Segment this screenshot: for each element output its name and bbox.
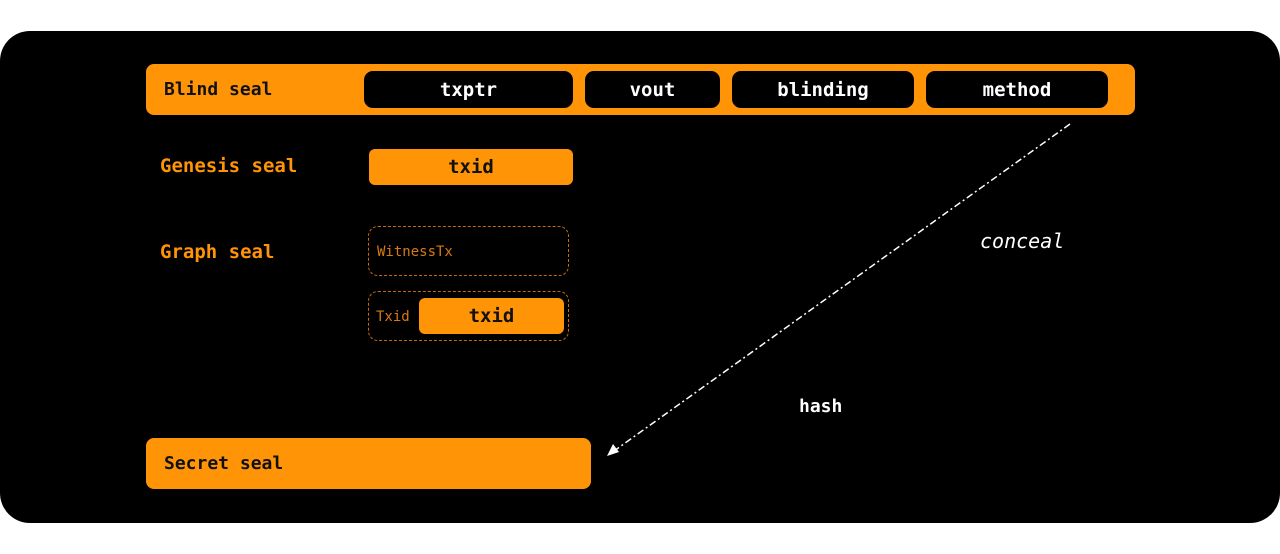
field-method: method [926,71,1108,108]
txid-wrapper-box [368,291,569,341]
hash-label: hash [799,396,843,417]
graph-seal-label: Graph seal [160,241,275,263]
conceal-label: conceal [980,229,1065,253]
witnesstx-box [368,226,569,276]
txid-wrapper-label: Txid [376,309,410,325]
witnesstx-label: WitnessTx [377,244,453,260]
graph-txid-box: txid [419,298,564,334]
genesis-seal-label: Genesis seal [160,155,298,177]
field-txptr: txptr [364,71,573,108]
arrowhead-icon [607,444,619,456]
secret-seal-label: Secret seal [164,453,284,474]
genesis-txid-box: txid [369,149,573,185]
field-vout: vout [585,71,720,108]
secret-seal-bar [146,438,591,489]
blind-seal-label: Blind seal [164,79,273,100]
field-blinding: blinding [732,71,914,108]
